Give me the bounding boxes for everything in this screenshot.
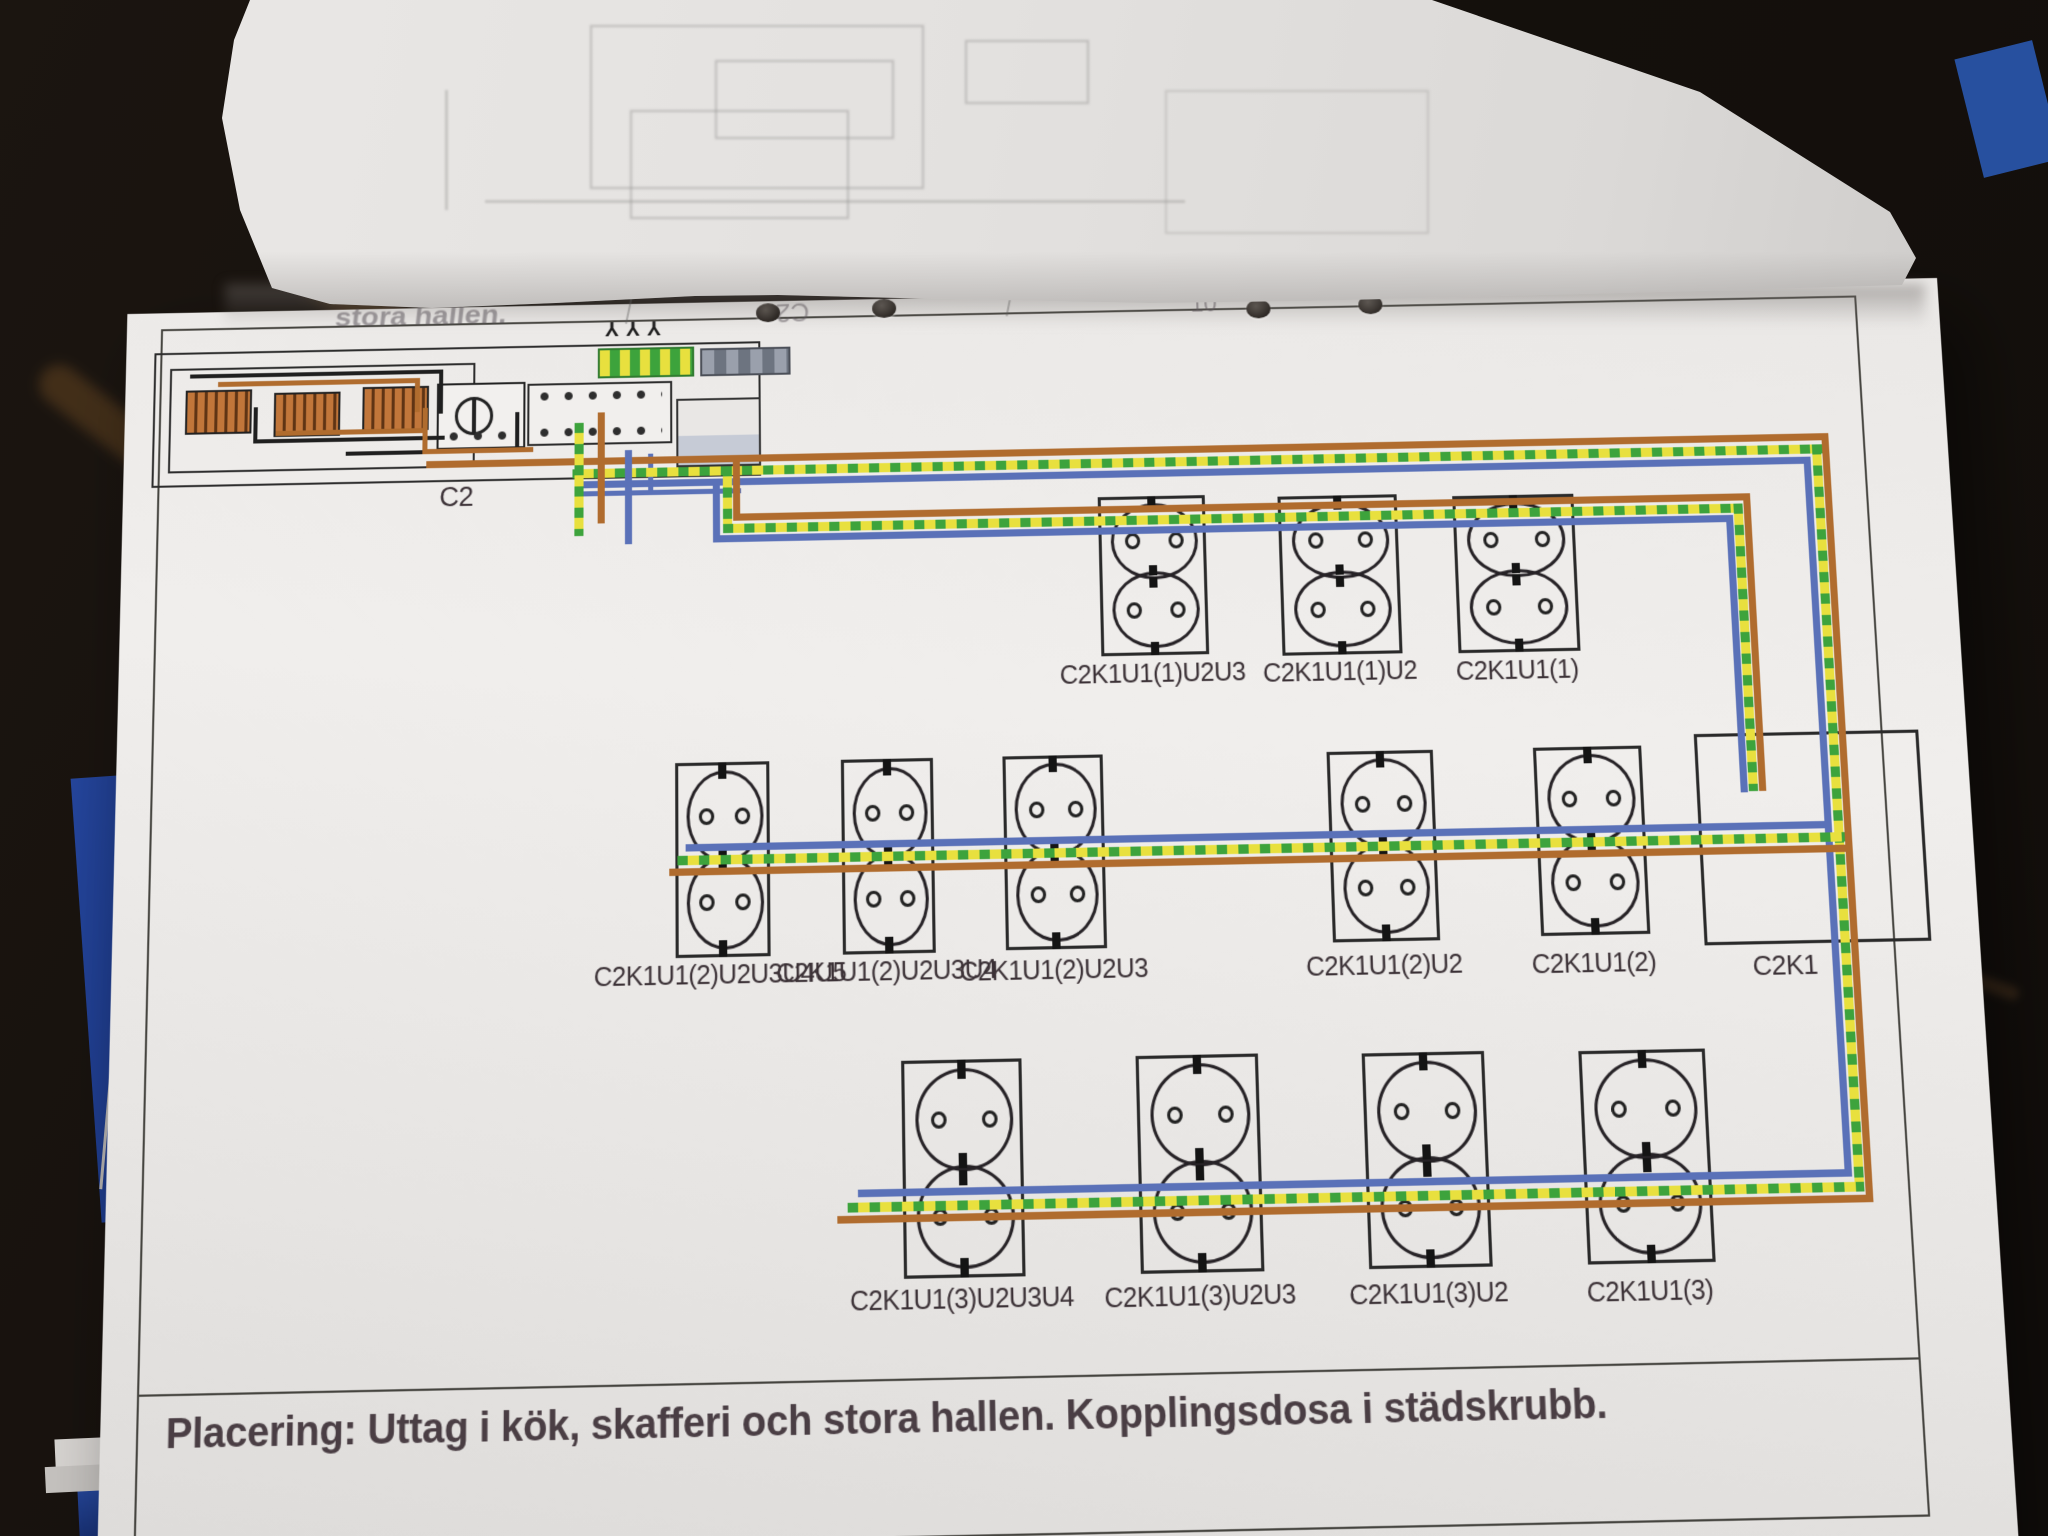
wire-blue — [713, 479, 720, 536]
placement-text: Placering: Uttag i kök, skafferi och sto… — [165, 1381, 1608, 1459]
bleed-through-print — [965, 40, 1089, 104]
panel-wire — [253, 407, 258, 443]
bleed-through-line — [445, 90, 448, 210]
curled-page[interactable] — [185, 0, 1945, 322]
bleed-through-print — [715, 60, 894, 139]
breaker-symbol — [185, 389, 252, 434]
panel-label: C2 — [304, 479, 607, 516]
panel-wire — [439, 370, 443, 414]
bleed-through-print — [1165, 90, 1429, 234]
wire-earth — [723, 466, 732, 524]
panel-wire — [422, 408, 427, 454]
socket-outlet-symbol — [1578, 1049, 1715, 1265]
outlet-label: C2K1U1(2) — [1439, 946, 1750, 983]
outlet-label: C2K1U1(2)U2U3 — [899, 952, 1210, 989]
socket-outlet-symbol — [901, 1058, 1025, 1279]
wire-brown — [733, 455, 740, 514]
panel-wire — [415, 378, 420, 412]
wire-blue — [625, 450, 632, 544]
rcd-symbol — [436, 382, 525, 450]
outlet-label: C2K1U1(3) — [1492, 1273, 1808, 1311]
wire-brown — [598, 412, 605, 523]
binder-corner-top-right — [1954, 40, 2048, 178]
wire-earth — [574, 423, 583, 536]
bleed-through-line — [485, 200, 1185, 203]
socket-outlet-symbol — [1362, 1051, 1493, 1269]
neutral-terminal-block — [700, 347, 790, 377]
outlet-label: C2K1U1(1) — [1364, 653, 1671, 689]
diagram-sheet: Placering: Uttag i kök, skafferi och sto… — [96, 278, 2022, 1536]
earth-terminal-block — [598, 347, 694, 379]
socket-outlet-symbol — [1136, 1053, 1265, 1273]
